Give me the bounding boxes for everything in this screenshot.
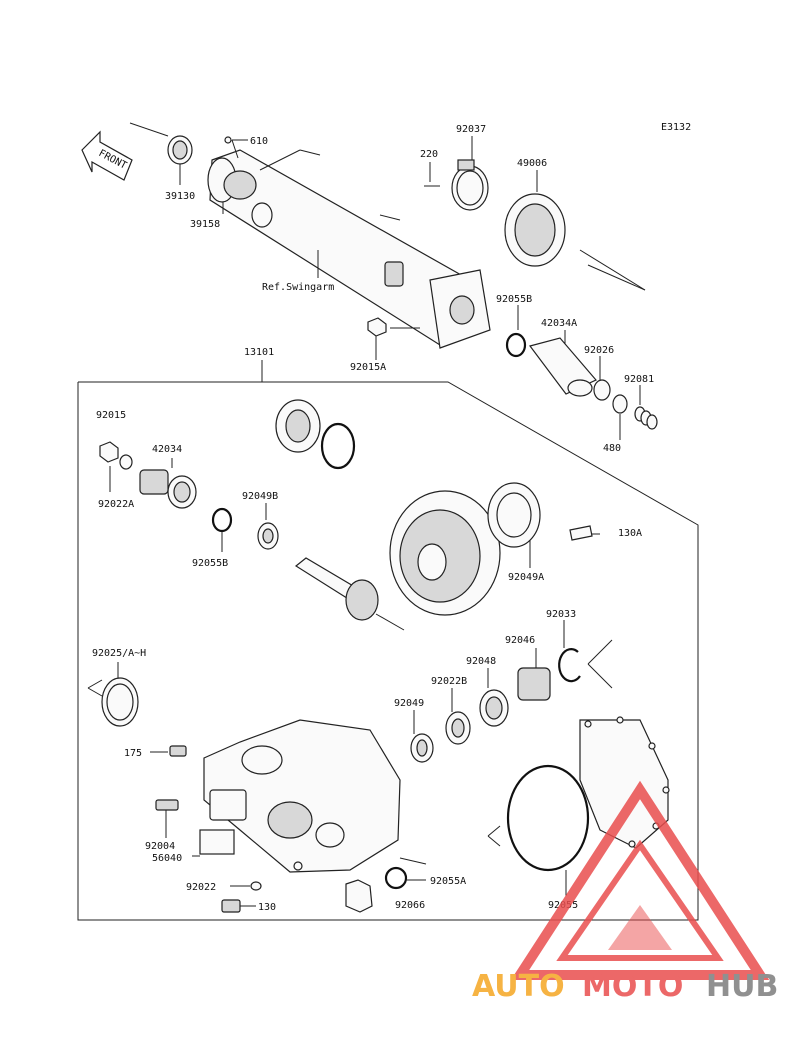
watermark-auto: AUTO	[472, 969, 565, 1004]
label-175: 175	[124, 748, 142, 759]
right-bearings	[410, 620, 613, 763]
label-42034A: 42034A	[541, 318, 577, 329]
pinion-gear-parts	[99, 441, 279, 552]
cover-gasket	[487, 716, 670, 896]
label-610: 610	[250, 136, 268, 147]
front-arrow-icon: FRONT	[81, 130, 133, 181]
label-92015: 92015	[96, 410, 126, 421]
left-fasteners	[150, 745, 262, 913]
label-56040: 56040	[152, 853, 182, 864]
shaft-housing-assembly	[129, 122, 491, 360]
label-92048: 92048	[466, 656, 496, 667]
label-92055B-top: 92055B	[496, 294, 532, 305]
label-92022B: 92022B	[431, 676, 467, 687]
label-220: 220	[420, 149, 438, 160]
label-92046: 92046	[505, 635, 535, 646]
watermark-triangle-icon	[510, 780, 770, 980]
label-42034: 42034	[152, 444, 182, 455]
watermark-moto: MOTO	[582, 969, 683, 1004]
label-92025: 92025/A~H	[92, 648, 146, 659]
label-92055A: 92055A	[430, 876, 466, 887]
label-92049A: 92049A	[508, 572, 544, 583]
ring-gear	[389, 482, 600, 616]
label-92004: 92004	[145, 841, 175, 852]
bearing-oring	[275, 399, 356, 470]
label-92049: 92049	[394, 698, 424, 709]
clamp-boot	[424, 136, 646, 291]
label-92049B: 92049B	[242, 491, 278, 502]
pinion-shaft	[294, 557, 405, 631]
watermark-logo: AUTO MOTO HUB	[472, 780, 778, 1004]
label-ref-swingarm: Ref.Swingarm	[262, 282, 334, 293]
label-92081: 92081	[624, 374, 654, 385]
label-92022: 92022	[186, 882, 216, 893]
label-92033: 92033	[546, 609, 576, 620]
drive-coupling-parts	[505, 305, 658, 440]
shim-ring	[87, 662, 139, 727]
label-92055B: 92055B	[192, 558, 228, 569]
label-130: 130	[258, 902, 276, 913]
label-130A: 130A	[618, 528, 642, 539]
label-92015A: 92015A	[350, 362, 386, 373]
bottom-seals	[345, 857, 427, 913]
gear-case-housing	[203, 719, 401, 873]
label-92037: 92037	[456, 124, 486, 135]
diagram-code: E3132	[661, 122, 691, 133]
assembly-box	[77, 360, 699, 921]
watermark-hub: HUB	[706, 969, 778, 1004]
label-92022A: 92022A	[98, 499, 134, 510]
label-13101: 13101	[244, 347, 274, 358]
label-39130: 39130	[165, 191, 195, 202]
label-39158: 39158	[190, 219, 220, 230]
label-49006: 49006	[517, 158, 547, 169]
label-480: 480	[603, 443, 621, 454]
label-92026: 92026	[584, 345, 614, 356]
label-92066: 92066	[395, 900, 425, 911]
